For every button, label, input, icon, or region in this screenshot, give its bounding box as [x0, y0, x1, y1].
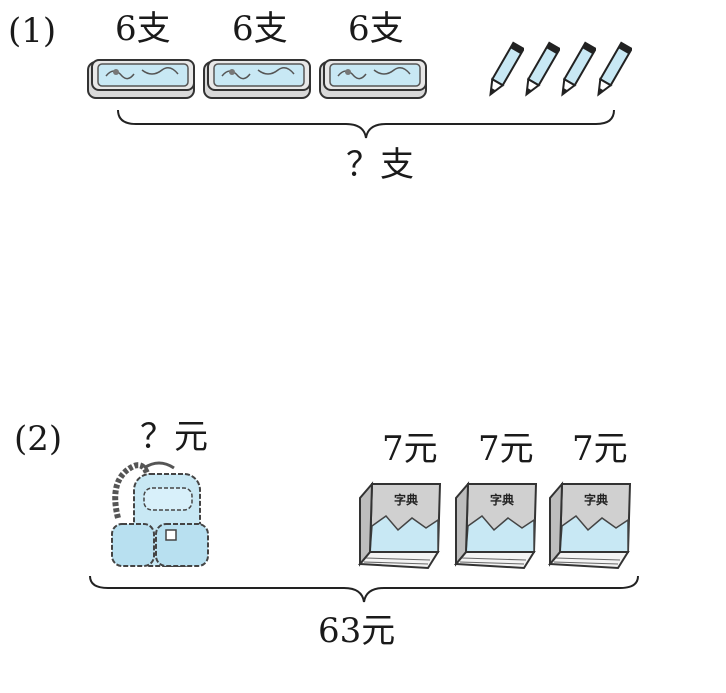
- dictionary-icon: 字典: [546, 480, 632, 572]
- dictionary-title: 字典: [584, 492, 608, 507]
- dictionary-title: 字典: [490, 492, 514, 507]
- pencil-icon: [484, 40, 524, 102]
- total-price-label: 63元: [318, 614, 395, 648]
- problem-1-number: (1): [8, 14, 56, 48]
- pencil-case-icon: [202, 56, 314, 102]
- backpack-icon: [104, 458, 214, 570]
- total-label: ？支: [346, 148, 414, 182]
- box-1-label: 6支: [115, 12, 171, 46]
- book-3-price-label: 7元: [572, 432, 628, 466]
- book-2-price-label: 7元: [478, 432, 534, 466]
- pencil-icon: [556, 40, 596, 102]
- dictionary-icon: 字典: [452, 480, 538, 572]
- pencil-icon: [520, 40, 560, 102]
- pencil-case-icon: [318, 56, 430, 102]
- total-brace: [116, 108, 616, 140]
- dictionary-icon: 字典: [356, 480, 442, 572]
- total-brace: [88, 574, 640, 606]
- bag-price-label: ？元: [140, 420, 208, 454]
- box-3-label: 6支: [348, 12, 404, 46]
- pencil-case-icon: [86, 56, 198, 102]
- pencil-icon: [592, 40, 632, 102]
- book-1-price-label: 7元: [382, 432, 438, 466]
- box-2-label: 6支: [232, 12, 288, 46]
- problem-2-number: (2): [14, 422, 62, 456]
- dictionary-title: 字典: [394, 492, 418, 507]
